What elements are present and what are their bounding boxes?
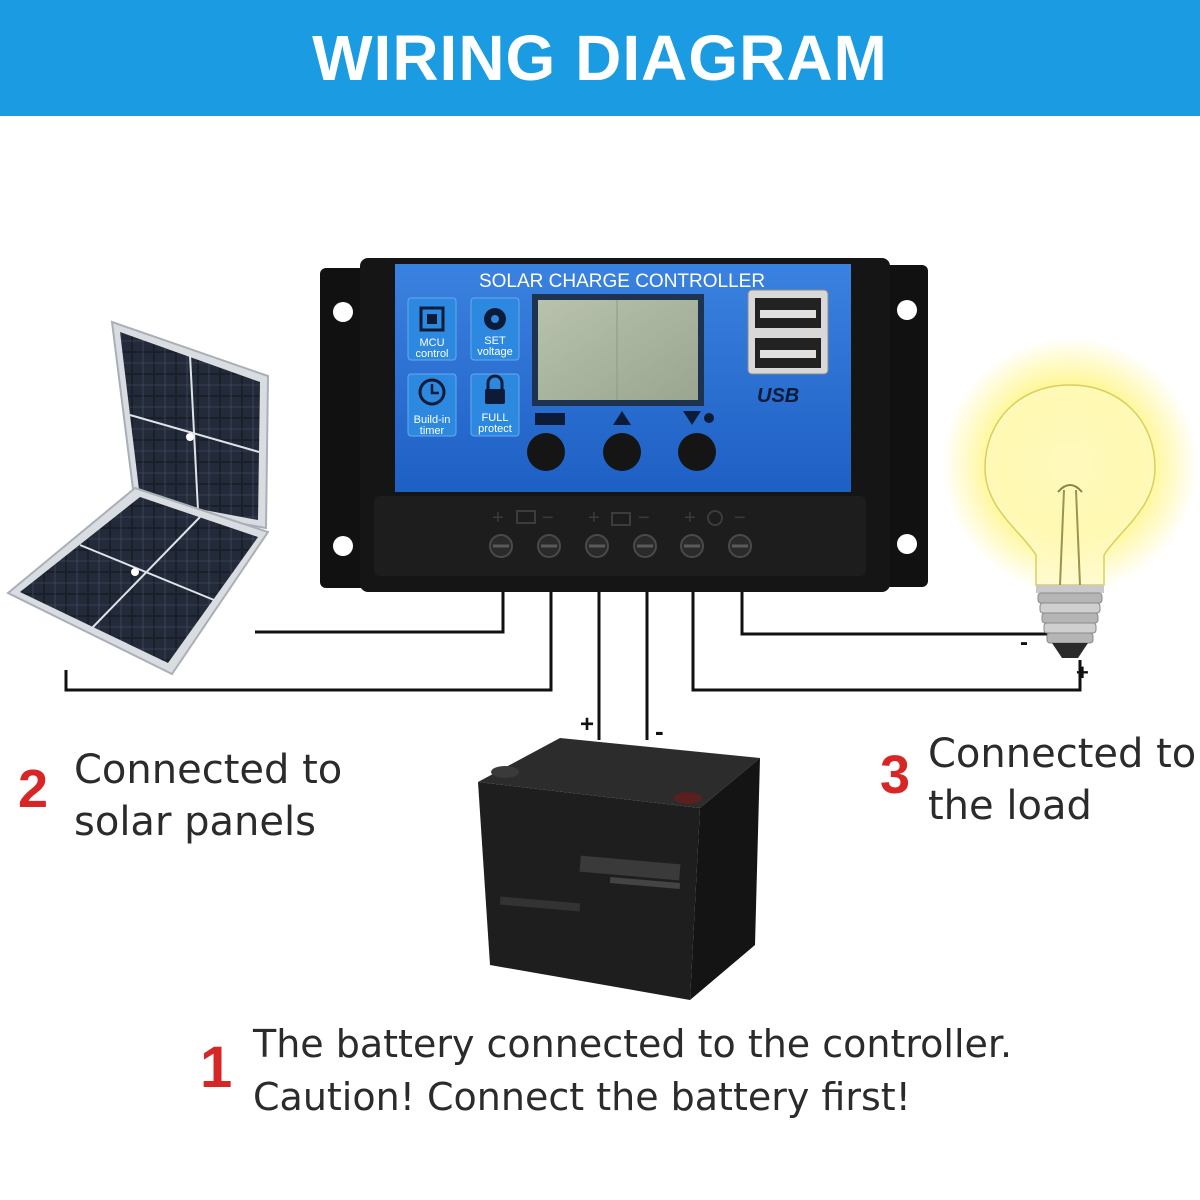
feature-mcu-line2: control bbox=[415, 348, 448, 360]
header-banner: WIRING DIAGRAM bbox=[0, 0, 1200, 116]
step-1-caption: The battery connected to the controller.… bbox=[253, 1018, 1012, 1124]
gear-icon bbox=[484, 308, 506, 330]
step-2-line2: solar panels bbox=[74, 799, 316, 845]
down-button-icon bbox=[683, 411, 714, 425]
feature-timer-line1: Build-in bbox=[414, 414, 451, 426]
wire-load-negative bbox=[740, 582, 1050, 636]
feature-protect-line2: protect bbox=[478, 423, 512, 435]
controller-title: SOLAR CHARGE CONTROLLER bbox=[479, 271, 765, 292]
svg-text:+: + bbox=[684, 507, 696, 529]
step-3-number: 3 bbox=[880, 745, 911, 805]
feature-mcu-line1: MCU bbox=[419, 337, 444, 349]
svg-text:+: + bbox=[492, 507, 504, 529]
page-title: WIRING DIAGRAM bbox=[312, 22, 888, 94]
load-minus-sign: - bbox=[1020, 629, 1028, 656]
wire-load-positive bbox=[691, 582, 1082, 692]
feature-set-line2: voltage bbox=[477, 346, 512, 358]
clock-icon bbox=[418, 378, 446, 406]
bulb-base bbox=[1037, 592, 1103, 658]
up-button-icon bbox=[613, 411, 631, 425]
terminal-labels: + − + − + − bbox=[492, 507, 746, 529]
lock-icon bbox=[485, 374, 505, 404]
feature-protect-line1: FULL bbox=[482, 412, 509, 424]
step-1-number: 1 bbox=[200, 1035, 233, 1100]
charge-controller: + − + − + − SOLAR CHARGE CONTROLLER bbox=[320, 258, 928, 592]
svg-text:−: − bbox=[734, 507, 746, 529]
menu-button bbox=[527, 433, 565, 471]
wire-solar-negative bbox=[64, 582, 553, 692]
chip-icon bbox=[419, 306, 445, 332]
svg-text:−: − bbox=[638, 507, 650, 529]
wires bbox=[64, 582, 1082, 740]
solar-panel bbox=[6, 320, 270, 676]
battery-minus-sign: - bbox=[655, 716, 664, 746]
load-plus-sign: + bbox=[1076, 660, 1089, 685]
menu-button-icon bbox=[535, 413, 565, 425]
step-1-line2: Caution! Connect the battery first! bbox=[253, 1075, 911, 1119]
step-2-number: 2 bbox=[18, 759, 49, 819]
svg-text:+: + bbox=[588, 507, 600, 529]
feature-set-line1: SET bbox=[484, 335, 506, 347]
terminal-screws bbox=[489, 534, 752, 558]
usb-label: USB bbox=[757, 385, 799, 407]
down-button bbox=[678, 433, 716, 471]
step-3-caption: Connected to the load bbox=[928, 728, 1196, 832]
step-1-line1: The battery connected to the controller. bbox=[253, 1022, 1013, 1066]
step-3-line1: Connected to bbox=[928, 731, 1197, 777]
battery-plus-sign: + bbox=[580, 711, 594, 738]
step-2-caption: Connected to solar panels bbox=[74, 744, 342, 848]
step-2-line1: Connected to bbox=[74, 747, 343, 793]
light-bulb bbox=[942, 337, 1198, 658]
usb-ports bbox=[747, 289, 829, 375]
feature-timer-line2: timer bbox=[420, 425, 445, 437]
step-3-line2: the load bbox=[928, 783, 1092, 829]
up-button bbox=[603, 433, 641, 471]
svg-text:−: − bbox=[542, 507, 554, 529]
wire-solar-positive bbox=[255, 582, 505, 634]
battery bbox=[478, 738, 760, 1000]
